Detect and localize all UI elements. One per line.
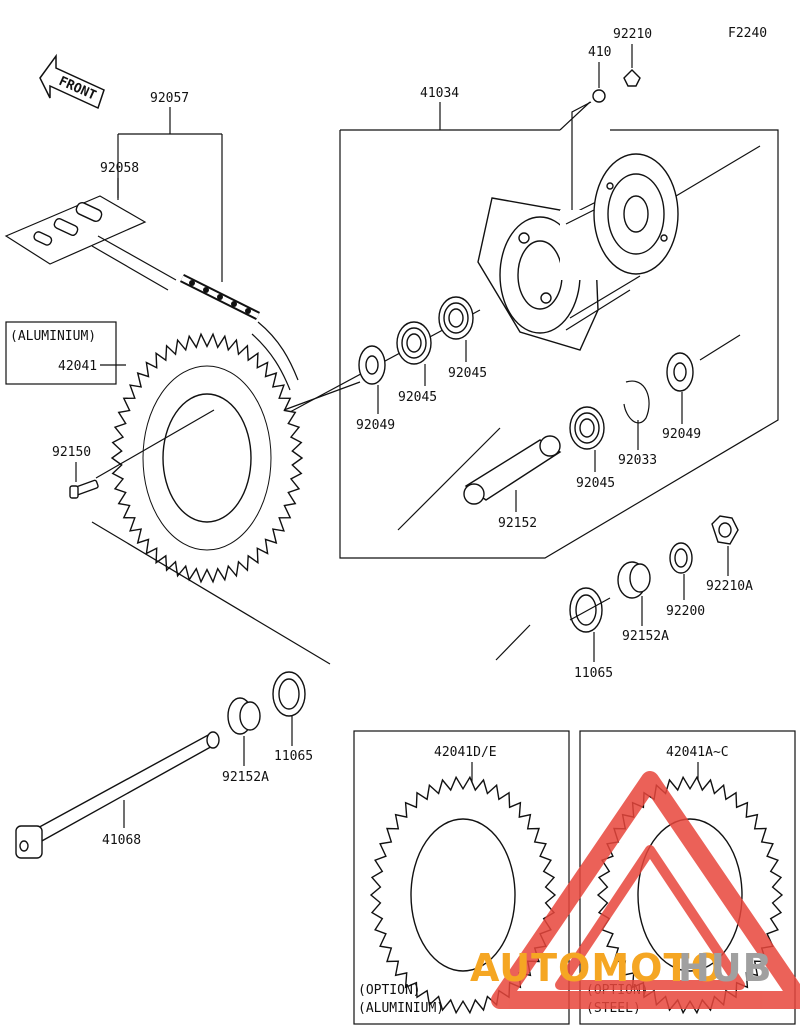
option-box-aluminium: 42041D/E (OPTION) (ALUMINIUM) — [353, 730, 570, 1025]
option-box-steel: 42041A~C (OPTION) (STEEL) — [579, 730, 796, 1025]
washer-410 — [592, 89, 606, 103]
bolt-92150 — [69, 479, 99, 499]
diagram-code: F2240 — [728, 26, 767, 41]
label-11065-left: 11065 — [274, 749, 313, 764]
label-92045-b: 92045 — [448, 366, 487, 381]
label-92150: 92150 — [52, 445, 91, 460]
aluminium-group-box — [5, 321, 117, 385]
option-part-steel: 42041A~C — [666, 745, 729, 760]
watermark-text-left: AUTOMOTO — [470, 946, 724, 990]
label-92045-c: 92045 — [576, 476, 615, 491]
label-92057: 92057 — [150, 91, 189, 106]
circlip-92033 — [623, 380, 650, 424]
collar-92152A-right — [617, 561, 651, 599]
label-92200: 92200 — [666, 604, 705, 619]
rear-sprocket-42041 — [110, 332, 304, 584]
label-41068: 41068 — [102, 833, 141, 848]
axle-41068 — [15, 731, 220, 859]
watermark-logo-icon — [491, 771, 800, 1009]
label-92152: 92152 — [498, 516, 537, 531]
label-92049-right: 92049 — [662, 427, 701, 442]
label-42041: 42041 — [58, 359, 97, 374]
chain-joint-kit — [4, 195, 147, 265]
label-92045-a: 92045 — [398, 390, 437, 405]
bearing-92045-b — [438, 296, 474, 340]
watermark-text-right: HUB — [678, 946, 773, 990]
label-92210A: 92210A — [706, 579, 753, 594]
group-label: (ALUMINIUM) — [10, 329, 96, 344]
collar-92152A-left — [227, 697, 261, 735]
label-11065-right: 11065 — [574, 666, 613, 681]
label-92210: 92210 — [613, 27, 652, 42]
label-92058: 92058 — [100, 161, 139, 176]
option-part-aluminium: 42041D/E — [434, 745, 497, 760]
seal-11065-right — [569, 587, 603, 633]
nut-92210 — [623, 69, 641, 87]
label-92152A-left: 92152A — [222, 770, 269, 785]
rear-hub — [477, 153, 679, 351]
bearing-92045-a — [396, 321, 432, 365]
option-line2-aluminium: (ALUMINIUM) — [358, 1001, 444, 1016]
label-92033: 92033 — [618, 453, 657, 468]
front-arrow-icon: FRONT — [39, 53, 105, 110]
washer-92049-right — [666, 352, 694, 392]
bearing-92045-c — [569, 406, 605, 450]
label-41034: 41034 — [420, 86, 459, 101]
label-92049-left: 92049 — [356, 418, 395, 433]
spacer-92152 — [463, 435, 562, 505]
seal-11065-left — [272, 671, 306, 717]
chain-segment — [179, 273, 261, 321]
nut-92210A — [711, 515, 739, 545]
label-92152A-right: 92152A — [622, 629, 669, 644]
label-410: 410 — [588, 45, 611, 60]
option-line1-aluminium: (OPTION) — [358, 983, 421, 998]
washer-92049-left — [358, 345, 386, 385]
